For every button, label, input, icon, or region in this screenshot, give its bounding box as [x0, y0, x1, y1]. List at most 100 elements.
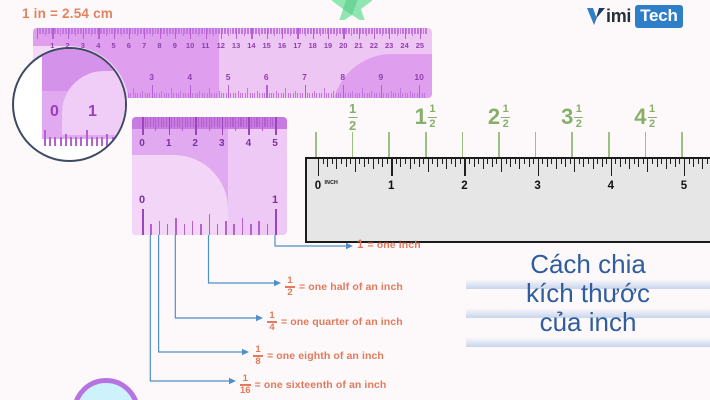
ruler-big-inch-label: 7 — [302, 72, 307, 82]
green-fraction-numerator: 1 — [348, 101, 357, 116]
conversion-note: 1 in = 2.54 cm — [22, 6, 113, 21]
green-fraction-whole: 3 — [561, 104, 574, 130]
ruler-small-cm-ticks — [132, 117, 287, 235]
ruler-big-cm-label: 24 — [400, 41, 409, 50]
headline-line-1: Cách chia — [466, 249, 710, 279]
logo-check-icon — [587, 8, 605, 25]
connector-arrow-icon — [346, 242, 353, 250]
ruler-gray: 0 1 2 3 4 5 INCH — [305, 157, 710, 243]
ruler-small-cm-label: 3 — [219, 138, 225, 149]
callout-item: 1= one inch — [357, 239, 421, 251]
ruler-big-inch-label: 8 — [340, 72, 346, 82]
connector-line — [149, 235, 346, 382]
green-fraction-numerator: 1 — [575, 103, 582, 115]
green-star-icon — [332, 0, 372, 20]
ruler-big-cm-label: 13 — [231, 41, 241, 50]
headline-line-3: của inch — [466, 308, 710, 337]
ruler-big-cm-label: 6 — [126, 41, 131, 50]
page-title: Cách chia kích thước của inch — [466, 249, 710, 337]
ruler-big-inch-label: 3 — [149, 72, 154, 82]
green-fraction-whole: 2 — [487, 104, 501, 130]
callout-denominator: 8 — [255, 356, 261, 368]
connector-arrow-icon — [256, 314, 263, 322]
callout-text: = one quarter of an inch — [281, 316, 403, 329]
callout-numerator: 1 — [255, 344, 261, 355]
callout-text: = one eighth of an inch — [267, 350, 384, 363]
ruler-small-inch-label: 1 — [271, 194, 279, 206]
ruler-big-inch-label: 6 — [263, 72, 269, 82]
ruler-big-cm-label: 4 — [96, 41, 101, 50]
ruler-big-cm-label: 18 — [308, 41, 317, 50]
green-fraction-denominator: 2 — [502, 117, 509, 130]
ruler-gray-number: 1 — [387, 180, 395, 192]
callout-text: = one sixteenth of an inch — [254, 379, 387, 392]
ruler-small-cm-label: 1 — [165, 138, 172, 149]
magnifying-circle: 0 1 — [12, 47, 127, 162]
connector-arrow-icon — [229, 377, 236, 385]
ruler-big-cm-label: 20 — [339, 41, 348, 50]
ruler-big-inch-label: 10 — [414, 72, 424, 82]
ruler-big-inch-label: 9 — [378, 72, 384, 82]
ruler-big-cm-label: 7 — [142, 41, 147, 50]
ruler-small-cm-label: 4 — [245, 138, 252, 149]
ruler-gray-number: 5 — [680, 180, 688, 192]
ruler-big-cm-label: 2 — [65, 41, 70, 50]
ruler-big-cm-label: 10 — [185, 41, 195, 50]
ruler-gray-number: 0 — [314, 180, 322, 192]
logo-text-imi: imi — [606, 5, 632, 26]
green-fraction-denominator: 2 — [348, 118, 357, 134]
ruler-gray-number: 4 — [607, 180, 614, 192]
ruler-big-cm-label: 9 — [172, 41, 177, 50]
ruler-small-inch-ticks — [132, 117, 287, 235]
brand-logo[interactable]: imi Tech — [586, 4, 683, 28]
ruler-big-cm-label: 14 — [247, 41, 256, 50]
connector-arrow-icon — [242, 348, 249, 356]
connector-arrow-icon — [274, 279, 281, 287]
ruler-big-cm-label: 3 — [80, 41, 85, 50]
ruler-big-cm-label: 5 — [111, 41, 116, 50]
inch-unit-label: INCH — [324, 180, 338, 186]
green-fraction-denominator: 2 — [575, 117, 582, 130]
ruler-gray-number: 2 — [461, 180, 468, 192]
ruler-big-inch-label: 5 — [225, 72, 231, 82]
green-fraction-numerator: 1 — [429, 103, 436, 115]
green-fraction-numerator: 1 — [648, 103, 656, 115]
callout-numerator: 1 — [287, 275, 293, 286]
callout-text: = one inch — [367, 239, 421, 251]
ruler-big-cm-label: 15 — [262, 41, 271, 50]
ruler-big-cm-label: 25 — [415, 41, 425, 50]
ruler-big-cm-label: 22 — [369, 41, 379, 50]
ruler-gray-number: 3 — [534, 180, 541, 192]
green-fraction-whole: 1 — [414, 104, 427, 130]
magnifier-one: 1 — [88, 103, 97, 120]
green-fraction-denominator: 2 — [429, 117, 436, 130]
ruler-big-cm-label: 21 — [354, 41, 363, 50]
ruler-big-inch-label: 4 — [187, 72, 193, 82]
magnifier-zero: 0 — [50, 103, 59, 120]
ruler-big-cm-label: 11 — [201, 41, 210, 50]
ruler-big-cm-ticks — [33, 28, 432, 98]
green-fraction-numerator: 1 — [502, 103, 509, 115]
callout-whole-number: 1 — [357, 239, 364, 251]
ruler-big-cm-label: 23 — [385, 41, 394, 50]
ruler-big-cm-label: 17 — [293, 41, 302, 50]
ruler-big-cm-label: 12 — [216, 41, 225, 50]
